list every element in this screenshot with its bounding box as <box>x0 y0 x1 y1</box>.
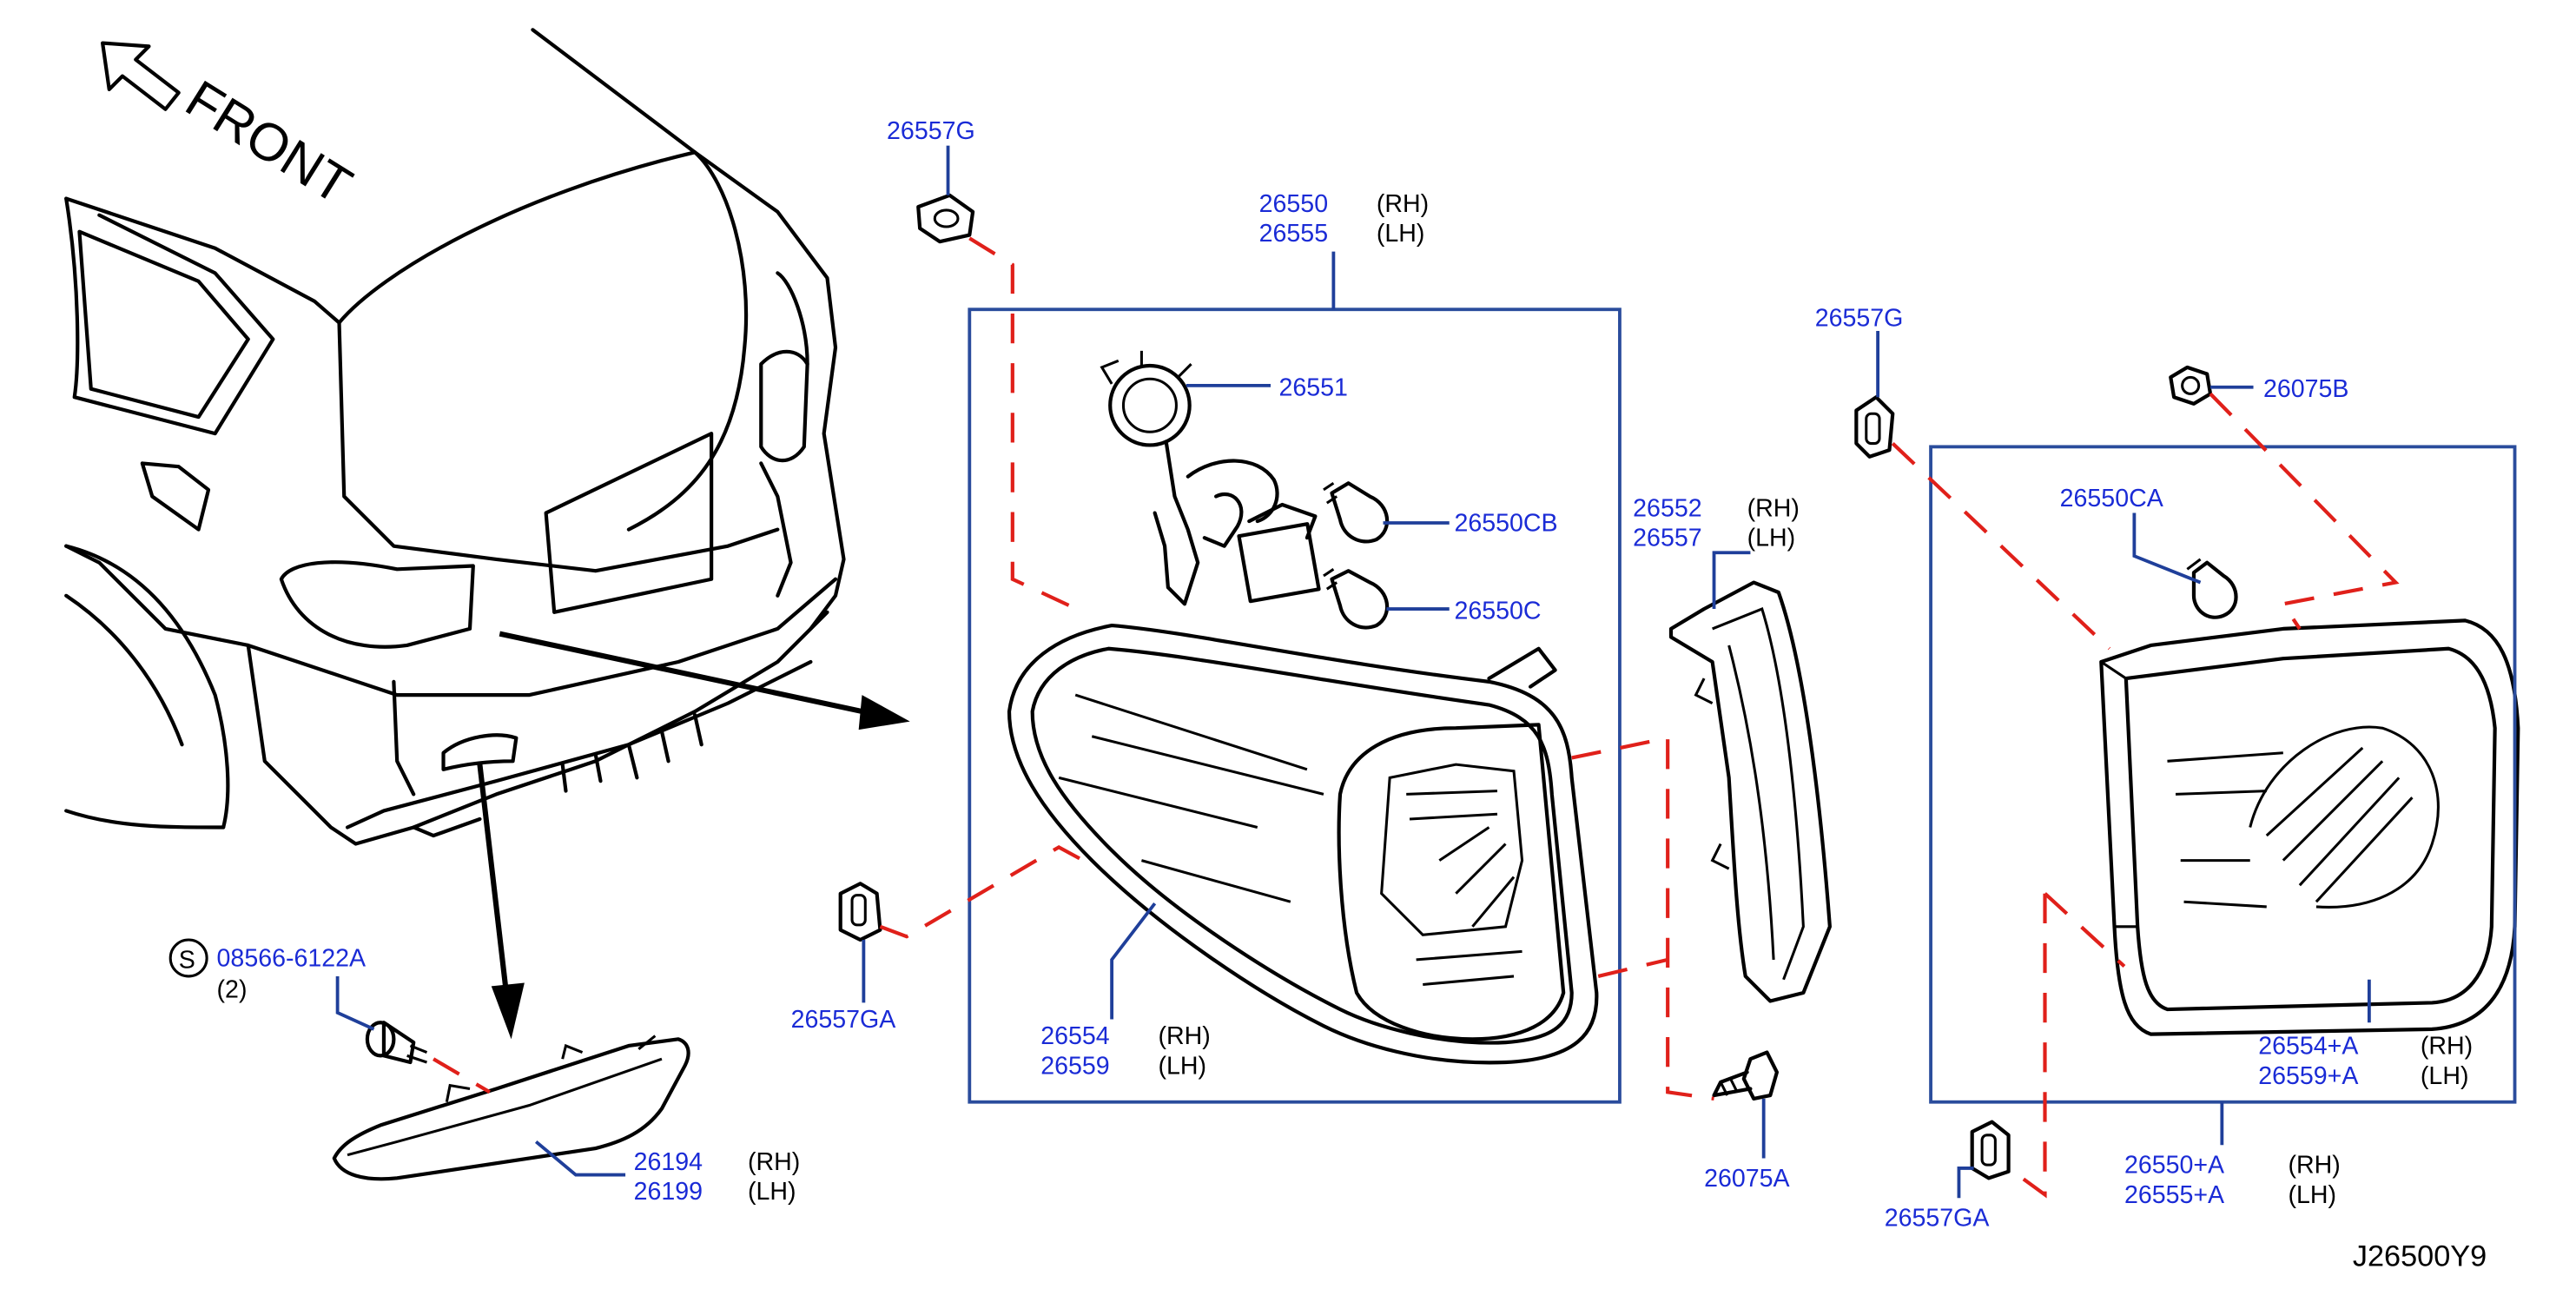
label-26552: 26552 <box>1633 494 1701 522</box>
bulb-socket-icon <box>1100 350 1321 606</box>
assembly-dashed-lines <box>433 236 2400 1199</box>
label-26550A: 26550+A <box>2124 1152 2224 1180</box>
leader-lines <box>335 145 2371 1199</box>
label-26557GA-left: 26557GA <box>791 1006 896 1034</box>
main-lamp-box <box>968 307 1622 1104</box>
label-26555A-side: (LH) <box>2289 1181 2337 1209</box>
label-26555: 26555 <box>1259 220 1328 248</box>
screw-symbol: S <box>179 946 195 974</box>
label-26557-side: (LH) <box>1747 525 1796 552</box>
label-26550-side: (RH) <box>1377 190 1429 218</box>
label-26554-side: (RH) <box>1158 1022 1210 1050</box>
label-26194-side: (RH) <box>748 1148 800 1176</box>
nut-26075B-icon <box>2169 365 2213 406</box>
label-26199-side: (LH) <box>748 1178 796 1206</box>
bolt-26075A-icon <box>1712 1050 1780 1101</box>
label-26550A-side: (RH) <box>2289 1152 2341 1180</box>
label-26559A-side: (LH) <box>2421 1062 2469 1090</box>
label-26552-side: (RH) <box>1747 494 1800 522</box>
label-26554: 26554 <box>1040 1022 1110 1050</box>
label-26555-side: (LH) <box>1377 220 1425 248</box>
label-26554A-side: (RH) <box>2421 1032 2473 1060</box>
label-26550C: 26550C <box>1454 597 1541 625</box>
front-arrow-icon <box>101 41 181 111</box>
screw-symbol-circle <box>168 938 208 978</box>
side-marker-lamp <box>332 1035 690 1181</box>
screw-icon <box>365 1021 428 1065</box>
bulb-26550C-icon <box>1323 568 1390 630</box>
grommet-26557GA-left-icon <box>838 882 882 942</box>
label-26557G-top: 26557G <box>887 117 975 145</box>
label-26199: 26199 <box>634 1178 703 1206</box>
label-26550CA: 26550CA <box>2060 485 2163 512</box>
label-26557: 26557 <box>1633 525 1701 552</box>
label-26550CB: 26550CB <box>1454 510 1557 538</box>
label-26075B: 26075B <box>2263 375 2348 403</box>
rear-combination-lamp <box>1007 623 1599 1065</box>
grommet-26557G-top-icon <box>916 193 975 244</box>
vehicle-rear-illustration <box>64 28 846 846</box>
label-26559-side: (LH) <box>1158 1052 1206 1080</box>
grommet-26557G-right-icon <box>1854 395 1895 459</box>
label-26559A: 26559+A <box>2258 1062 2358 1090</box>
inner-combination-lamp <box>2099 618 2520 1036</box>
front-label: FRONT <box>176 69 362 215</box>
label-26555A: 26555+A <box>2124 1181 2224 1209</box>
gasket-26552 <box>1668 580 1832 1003</box>
label-26557GA-right: 26557GA <box>1885 1205 1990 1233</box>
label-screw-code: 08566-6122A <box>217 945 367 973</box>
callout-arrows <box>477 631 910 1040</box>
bulb-26550CB-icon <box>1323 481 1390 544</box>
label-26554A: 26554+A <box>2258 1032 2358 1060</box>
bulb-26550CA-icon <box>2186 558 2238 619</box>
label-26075A: 26075A <box>1704 1165 1789 1193</box>
label-26194: 26194 <box>634 1148 703 1176</box>
label-26551: 26551 <box>1279 373 1348 401</box>
label-26557G-right: 26557G <box>1815 304 1904 332</box>
drawing-code: J26500Y9 <box>2353 1239 2487 1272</box>
label-26559: 26559 <box>1040 1052 1109 1080</box>
label-26550: 26550 <box>1259 190 1328 218</box>
grommet-26557GA-right-icon <box>1970 1120 2011 1180</box>
label-screw-qty: (2) <box>217 976 248 1004</box>
